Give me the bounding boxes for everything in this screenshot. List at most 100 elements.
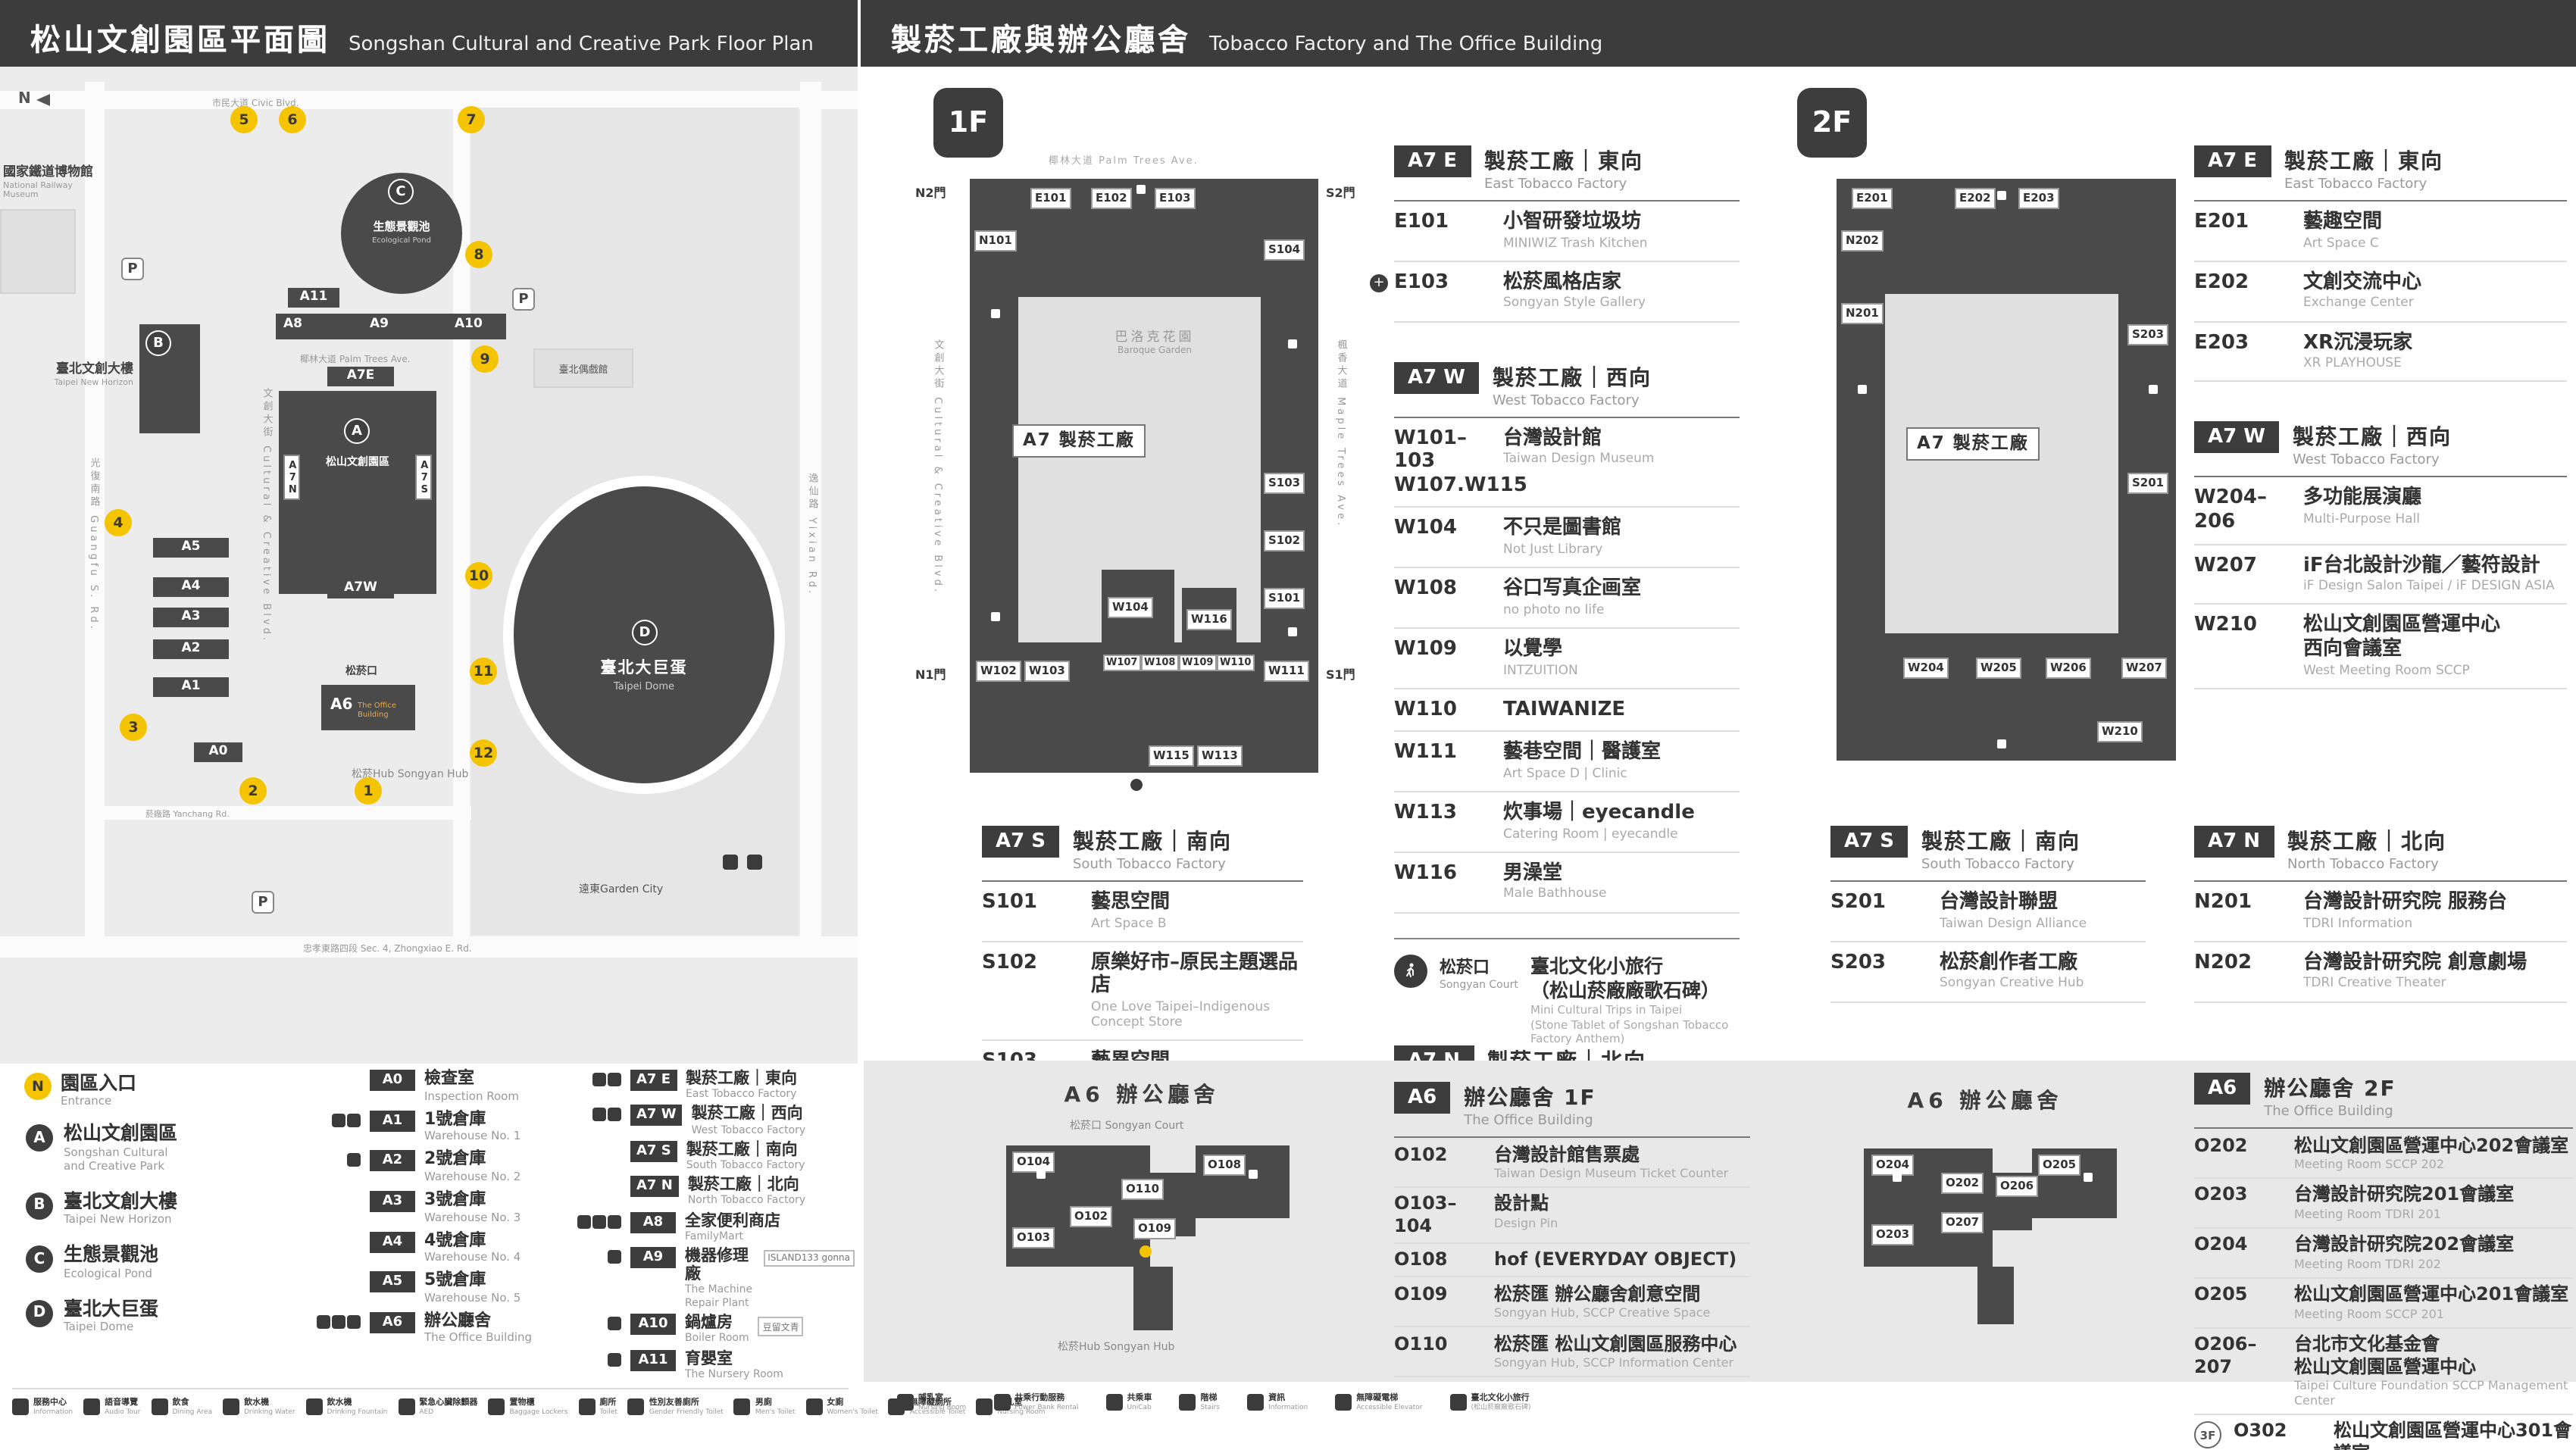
aed-icon [347, 1153, 361, 1167]
room-chip-w113: W113 [1197, 745, 1243, 766]
facility-icon [1247, 1394, 1265, 1411]
dome-label-zh: 臺北大巨蛋 [600, 659, 688, 677]
legend-icon-strip [312, 1191, 361, 1194]
toilet-icon [1136, 185, 1146, 194]
legend-icon-strip [573, 1105, 621, 1122]
taipei-dome: D 臺北大巨蛋 Taipei Dome [514, 486, 774, 783]
entrance-marker-5: 5 [230, 106, 258, 133]
room-chip-n201: N201 [1841, 303, 1884, 323]
room-chip-w205: W205 [1976, 658, 2021, 678]
room-chip-w110: W110 [1217, 655, 1255, 670]
room-chip-w102: W102 [976, 661, 1021, 681]
room-code: W113 [1394, 802, 1457, 825]
room-chip-o206: O206 [1996, 1176, 2039, 1196]
room-chip-o205: O205 [2038, 1155, 2081, 1175]
bus-stop-icon [723, 855, 738, 870]
floor-badge-2f: 2F [1797, 88, 1867, 158]
room-chip-w207: W207 [2121, 658, 2167, 678]
courtyard-2f [1885, 294, 2118, 633]
aed-icon [332, 1314, 345, 1329]
room-chip-o204: O204 [1871, 1155, 1915, 1175]
right-title-en: Tobacco Factory and The Office Building [1209, 33, 1603, 56]
entrance-marker-10: 10 [465, 562, 492, 589]
info-icon [1140, 1245, 1152, 1258]
legend-badge: A0 [370, 1070, 415, 1091]
warehouse-row-a8-a10: A8 A9 A10 [276, 314, 506, 339]
floor-plan-1f: 椰林大道 Palm Trees Ave. 巴洛克花園 Baroque Garde… [915, 155, 1355, 812]
room-chip-o104: O104 [1012, 1152, 1055, 1172]
room-code: O302 [2234, 1420, 2287, 1442]
toilet-icon [592, 1073, 606, 1086]
office-plan-1f-title: A6 辦公廳舍 [1064, 1083, 1220, 1108]
room-code: W111 [1394, 741, 1457, 764]
legend-badge: A7 W [630, 1105, 683, 1127]
a7-plan-title-2f: A7 製菸工廠 [1906, 427, 2040, 460]
building-chip-a7w: A7W [327, 579, 394, 598]
legend-badge: A7 N [630, 1176, 679, 1198]
maple-ave-plan-label: 楓香大道 Maple Trees Ave. [1335, 339, 1347, 529]
room-code: O103–104 [1394, 1192, 1457, 1236]
room-chip-e203: E203 [2018, 188, 2059, 208]
toilet-icon [317, 1314, 330, 1329]
facility-icon [151, 1398, 168, 1416]
floor-badge-1f: 1F [933, 88, 1003, 158]
facility-icon [627, 1398, 645, 1416]
room-chip-e101: E101 [1030, 188, 1071, 208]
toilet-icon [1997, 191, 2006, 200]
songyan-court-plan-label: 松菸口 Songyan Court [1070, 1120, 1184, 1132]
facility-icon [12, 1398, 29, 1416]
elevator-icon [1288, 339, 1297, 348]
area-badge: A [24, 1123, 55, 1154]
parking-icon: P [252, 891, 274, 914]
facility-icon [993, 1394, 1011, 1411]
legend-icon-strip [312, 1110, 361, 1127]
office-plan-2f: A6 辦公廳舍 O204 O203 O202 O207 O206 O205 [1826, 1085, 2144, 1358]
room-code: E202 [2194, 270, 2249, 294]
room-code: S101 [982, 891, 1037, 914]
gate-n1: N1門 [915, 668, 946, 682]
room-code: O110 [1394, 1333, 1448, 1355]
legend-badge: A5 [370, 1271, 415, 1293]
toilet-icon [1036, 1170, 1046, 1179]
legend-badge: A6 [370, 1311, 415, 1333]
entrance-marker-12: 12 [470, 739, 497, 767]
palm-ave-label: 椰林大道 Palm Trees Ave. [300, 355, 411, 365]
street-civic-blvd [0, 91, 858, 109]
railway-museum-block [0, 209, 76, 294]
room-code: O206–207 [2194, 1333, 2257, 1377]
room-list-item: W110 TAIWANIZE [1394, 689, 1740, 733]
section-badge: A7 E [1394, 145, 1471, 177]
legend-badge: A7 S [630, 1140, 677, 1162]
right-header: 製菸工廠與辦公廳舍 Tobacco Factory and The Office… [861, 0, 2576, 67]
room-code: N202 [2194, 951, 2252, 974]
facility-icon [1449, 1394, 1467, 1411]
entrance-marker-2: 2 [239, 777, 267, 805]
bus-stop-icon [747, 855, 762, 870]
room-code: E201 [2194, 211, 2249, 233]
left-title-zh: 松山文創園區平面圖 [30, 21, 330, 58]
building-chip-a7e: A7E [327, 367, 394, 386]
section-badge: A7 W [2194, 421, 2279, 454]
room-list-item: O108 hof (EVERYDAY OBJECT) [1394, 1244, 1750, 1278]
